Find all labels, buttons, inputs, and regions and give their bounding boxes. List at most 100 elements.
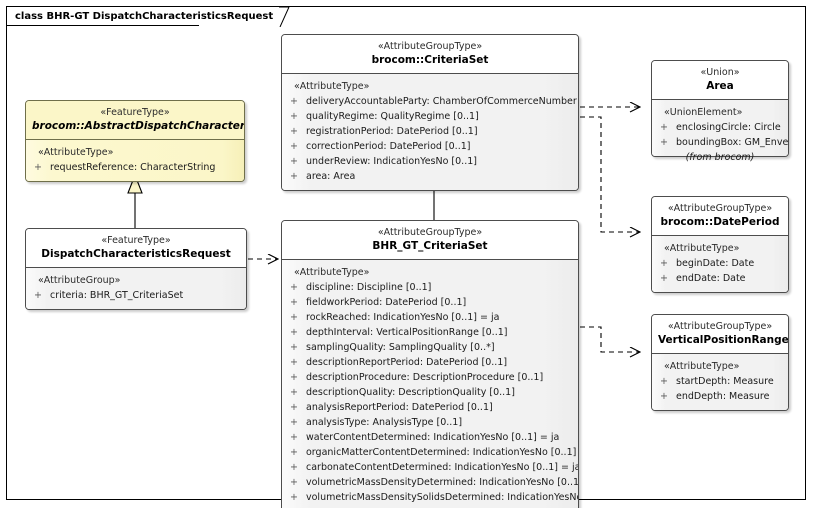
attribute-text: correctionPeriod: DatePeriod [0..1] bbox=[306, 141, 471, 152]
class-header: «AttributeGroupType» BHR_GT_CriteriaSet bbox=[282, 221, 578, 260]
attribute-group-stereotype: «AttributeType» bbox=[294, 81, 370, 92]
class-attributes-compartment: «AttributeType» + requestReference: Char… bbox=[26, 140, 244, 181]
visibility-marker: + bbox=[660, 122, 668, 133]
attribute-row[interactable]: + area: Area bbox=[290, 169, 572, 184]
attribute-row[interactable]: + requestReference: CharacterString bbox=[34, 160, 238, 175]
attribute-row[interactable]: + underReview: IndicationYesNo [0..1] bbox=[290, 154, 572, 169]
attribute-row[interactable]: + rockReached: IndicationYesNo [0..1] = … bbox=[290, 310, 572, 325]
attribute-row[interactable]: + carbonateContentDetermined: Indication… bbox=[290, 460, 578, 475]
attribute-row[interactable]: + samplingQuality: SamplingQuality [0..*… bbox=[290, 340, 572, 355]
attribute-text: waterContentDetermined: IndicationYesNo … bbox=[306, 432, 560, 443]
visibility-marker: + bbox=[34, 162, 42, 173]
tab-slant-decoration bbox=[279, 7, 295, 27]
attribute-text: samplingQuality: SamplingQuality [0..*] bbox=[306, 342, 495, 353]
class-box-dateperiod[interactable]: «AttributeGroupType» brocom::DatePeriod … bbox=[651, 196, 789, 293]
attribute-row[interactable]: + descriptionReportPeriod: DatePeriod [0… bbox=[290, 355, 572, 370]
class-name: brocom::AbstractDispatchCharacteristicsR… bbox=[32, 120, 245, 132]
attribute-text: registrationPeriod: DatePeriod [0..1] bbox=[306, 126, 478, 137]
class-name: BHR_GT_CriteriaSet bbox=[372, 240, 488, 252]
class-name: brocom::CriteriaSet bbox=[371, 54, 489, 66]
attribute-group-stereotype: «AttributeType» bbox=[664, 361, 740, 372]
attribute-row[interactable]: + depthInterval: VerticalPositionRange [… bbox=[290, 325, 572, 340]
visibility-marker: + bbox=[290, 432, 298, 443]
attribute-row[interactable]: + deliveryAccountableParty: ChamberOfCom… bbox=[290, 94, 578, 109]
attribute-text: enclosingCircle: Circle bbox=[676, 122, 781, 133]
attribute-row[interactable]: + fieldworkPeriod: DatePeriod [0..1] bbox=[290, 295, 572, 310]
attribute-row[interactable]: + waterContentDetermined: IndicationYesN… bbox=[290, 430, 572, 445]
class-box-verticalpositionrange[interactable]: «AttributeGroupType» VerticalPositionRan… bbox=[651, 314, 789, 411]
visibility-marker: + bbox=[660, 391, 668, 402]
visibility-marker: + bbox=[290, 492, 298, 503]
attribute-text: endDepth: Measure bbox=[676, 391, 770, 402]
attribute-row[interactable]: + enclosingCircle: Circle bbox=[660, 120, 782, 135]
class-attributes-compartment: «UnionElement» + enclosingCircle: Circle… bbox=[652, 100, 788, 156]
attribute-group-stereotype: «AttributeType» bbox=[38, 147, 114, 158]
attribute-row[interactable]: + volumetricMassDensitySolidsDetermined:… bbox=[290, 490, 578, 505]
attribute-text: beginDate: Date bbox=[676, 258, 755, 269]
attribute-group-stereotype: «UnionElement» bbox=[664, 107, 743, 118]
visibility-marker: + bbox=[290, 447, 298, 458]
class-stereotype: «AttributeGroupType» bbox=[377, 41, 483, 52]
attribute-text: endDate: Date bbox=[676, 273, 746, 284]
class-name: VerticalPositionRange bbox=[658, 334, 789, 346]
tab-underline bbox=[6, 25, 199, 26]
attribute-text: requestReference: CharacterString bbox=[50, 162, 216, 173]
attribute-row[interactable]: + registrationPeriod: DatePeriod [0..1] bbox=[290, 124, 572, 139]
class-attributes-compartment: «AttributeGroup» + criteria: BHR_GT_Crit… bbox=[26, 268, 246, 309]
attribute-row[interactable]: + endDepth: Measure bbox=[660, 389, 782, 404]
visibility-marker: + bbox=[290, 282, 298, 293]
visibility-marker: + bbox=[660, 273, 668, 284]
attribute-row[interactable]: + analysisReportPeriod: DatePeriod [0..1… bbox=[290, 400, 572, 415]
class-header: «AttributeGroupType» brocom::DatePeriod bbox=[652, 197, 788, 236]
class-attributes-compartment: «AttributeType» + deliveryAccountablePar… bbox=[282, 74, 578, 190]
visibility-marker: + bbox=[290, 462, 298, 473]
class-box-brocom-criteriaset[interactable]: «AttributeGroupType» brocom::CriteriaSet… bbox=[281, 34, 579, 191]
attribute-row[interactable]: + descriptionQuality: DescriptionQuality… bbox=[290, 385, 572, 400]
attribute-row[interactable]: + endDate: Date bbox=[660, 271, 782, 286]
area-package-note: (from brocom) bbox=[685, 152, 755, 163]
visibility-marker: + bbox=[290, 141, 298, 152]
class-name: brocom::DatePeriod bbox=[660, 216, 780, 228]
attribute-row[interactable]: + boundingBox: GM_Envelope bbox=[660, 135, 788, 150]
attribute-group-stereotype: «AttributeGroup» bbox=[38, 275, 121, 286]
class-stereotype: «Union» bbox=[700, 67, 740, 78]
attribute-row[interactable]: + organicMatterContentDetermined: Indica… bbox=[290, 445, 578, 460]
attribute-row[interactable]: + qualityRegime: QualityRegime [0..1] bbox=[290, 109, 572, 124]
attribute-row[interactable]: + startDepth: Measure bbox=[660, 374, 782, 389]
attribute-row[interactable]: + volumetricMassDensityDetermined: Indic… bbox=[290, 475, 578, 490]
visibility-marker: + bbox=[290, 402, 298, 413]
attribute-row[interactable]: + descriptionProcedure: DescriptionProce… bbox=[290, 370, 572, 385]
class-header: «Union» Area bbox=[652, 61, 788, 100]
attribute-row[interactable]: + beginDate: Date bbox=[660, 256, 782, 271]
attribute-row[interactable]: + correctionPeriod: DatePeriod [0..1] bbox=[290, 139, 572, 154]
attribute-text: descriptionProcedure: DescriptionProcedu… bbox=[306, 372, 544, 383]
attribute-text: volumetricMassDensitySolidsDetermined: I… bbox=[306, 492, 579, 503]
visibility-marker: + bbox=[290, 126, 298, 137]
class-stereotype: «AttributeGroupType» bbox=[667, 321, 773, 332]
visibility-marker: + bbox=[290, 417, 298, 428]
attribute-text: analysisType: AnalysisType [0..1] bbox=[306, 417, 463, 428]
class-header: «FeatureType» brocom::AbstractDispatchCh… bbox=[26, 101, 244, 140]
class-stereotype: «FeatureType» bbox=[101, 235, 171, 246]
class-box-abstract-dispatch-characteristics-request[interactable]: «FeatureType» brocom::AbstractDispatchCh… bbox=[25, 100, 245, 182]
class-header: «AttributeGroupType» brocom::CriteriaSet bbox=[282, 35, 578, 74]
class-name: Area bbox=[706, 80, 734, 92]
class-box-area[interactable]: «Union» Area «UnionElement» + enclosingC… bbox=[651, 60, 789, 157]
attribute-row[interactable]: + discipline: Discipline [0..1] bbox=[290, 280, 572, 295]
visibility-marker: + bbox=[660, 376, 668, 387]
visibility-marker: + bbox=[290, 111, 298, 122]
attribute-text: descriptionReportPeriod: DatePeriod [0..… bbox=[306, 357, 508, 368]
class-box-dispatch-characteristics-request[interactable]: «FeatureType» DispatchCharacteristicsReq… bbox=[25, 228, 247, 310]
attribute-row[interactable]: + analysisType: AnalysisType [0..1] bbox=[290, 415, 572, 430]
attribute-text: deliveryAccountableParty: ChamberOfComme… bbox=[306, 96, 579, 107]
attribute-text: criteria: BHR_GT_CriteriaSet bbox=[50, 290, 184, 301]
attribute-row[interactable]: + criteria: BHR_GT_CriteriaSet bbox=[34, 288, 240, 303]
attribute-text: volumetricMassDensityDetermined: Indicat… bbox=[306, 477, 579, 488]
class-header: «FeatureType» DispatchCharacteristicsReq… bbox=[26, 229, 246, 268]
visibility-marker: + bbox=[290, 327, 298, 338]
class-box-bhr-gt-criteriaset[interactable]: «AttributeGroupType» BHR_GT_CriteriaSet … bbox=[281, 220, 579, 508]
visibility-marker: + bbox=[290, 477, 298, 488]
class-stereotype: «AttributeGroupType» bbox=[667, 203, 773, 214]
visibility-marker: + bbox=[290, 171, 298, 182]
